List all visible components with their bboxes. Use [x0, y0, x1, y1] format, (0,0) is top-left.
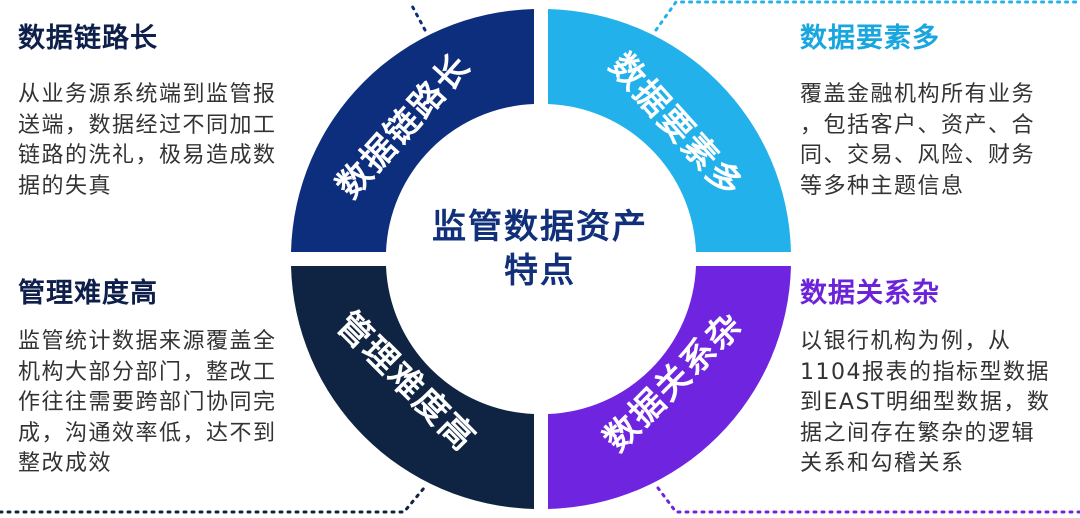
- panel-desc-line: 据的失真: [18, 173, 113, 199]
- panel-desc-line: 机构大部分部门，整改工: [18, 359, 277, 385]
- connector-bottom-left: [0, 486, 426, 514]
- panel-desc-line: 从业务源系统端到监管报: [18, 82, 277, 107]
- panel-desc-line: 以银行机构为例，从: [800, 329, 1012, 354]
- ring-segment-bottom-left: [291, 266, 534, 509]
- panel-top-left: 数据链路长 从业务源系统端到监管报 送端，数据经过不同加工 链路的洗礼，极易造成…: [18, 22, 308, 202]
- center-title-line1: 监管数据资产: [432, 207, 648, 247]
- panel-title: 数据关系杂: [800, 278, 940, 309]
- panel-desc-line: 关系和勾稽关系: [800, 451, 965, 476]
- connector-bottom-right: [656, 486, 1080, 514]
- connector-top-right: [654, 0, 1080, 32]
- center-title: 监管数据资产 特点: [395, 205, 685, 293]
- ring-segment-bottom-right: [548, 266, 791, 509]
- panel-desc-line: 成，沟通效率低，达不到: [18, 420, 277, 446]
- panel-top-right: 数据要素多 覆盖金融机构所有业务 ，包括客户、资产、合 同、交易、风险、财务 等…: [800, 22, 1070, 202]
- panel-desc-line: 1104报表的指标型数据: [800, 359, 1050, 385]
- panel-desc-line: 覆盖金融机构所有业务: [800, 82, 1036, 107]
- panel-desc-line: 监管统计数据来源覆盖全: [18, 329, 277, 354]
- panel-title: 数据链路长: [18, 23, 158, 54]
- ring-segment-top-left: [291, 9, 534, 252]
- panel-desc-line: 链路的洗礼，极易造成数: [18, 143, 277, 168]
- panel-desc-line: ，包括客户、资产、合: [800, 112, 1036, 138]
- panel-bottom-right: 数据关系杂 以银行机构为例，从 1104报表的指标型数据 到EAST明细型数据，…: [800, 277, 1070, 480]
- panel-desc-line: 到EAST明细型数据，数: [800, 390, 1051, 415]
- panel-desc-line: 送端，数据经过不同加工: [18, 112, 277, 138]
- ring-segment-top-right: [548, 9, 791, 252]
- panel-desc-line: 整改成效: [18, 451, 113, 476]
- panel-desc-line: 作往往需要跨部门协同完: [18, 390, 277, 415]
- panel-desc-line: 等多种主题信息: [800, 173, 965, 199]
- center-title-line2: 特点: [504, 251, 576, 291]
- connector-top-left: [408, 0, 427, 32]
- panel-desc-line: 同、交易、风险、财务: [800, 143, 1036, 168]
- panel-title: 数据要素多: [800, 23, 940, 54]
- panel-title: 管理难度高: [18, 278, 158, 309]
- panel-bottom-left: 管理难度高 监管统计数据来源覆盖全 机构大部分部门，整改工 作往往需要跨部门协同…: [18, 277, 308, 480]
- panel-desc-line: 据之间存在繁杂的逻辑: [800, 420, 1036, 446]
